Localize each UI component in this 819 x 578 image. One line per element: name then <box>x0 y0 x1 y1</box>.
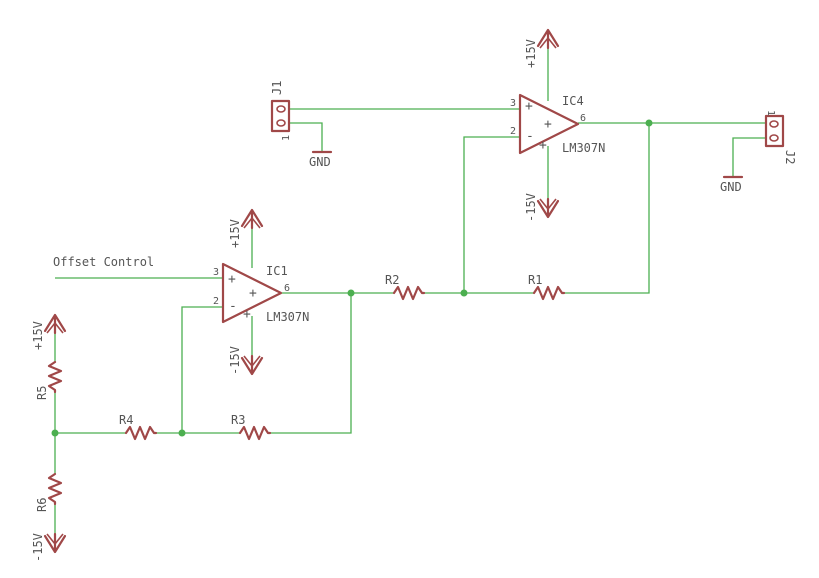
ic1-minus-mark: - <box>229 299 237 314</box>
ic4-pos-label: +15V <box>524 39 538 68</box>
ic4-vplus-mark: + <box>544 117 552 132</box>
ic4-pin2: 2 <box>510 126 516 137</box>
supply-r6-neg: -15V <box>31 532 67 562</box>
wires <box>54 44 766 536</box>
resistor-r3[interactable]: R3 <box>231 413 272 441</box>
junction-dot <box>347 289 355 297</box>
ic1-vminus-mark: + <box>243 307 251 322</box>
resistor-r5[interactable]: R5 <box>35 360 63 400</box>
j1-pin1: 1 <box>281 135 292 141</box>
r6-ref: R6 <box>35 498 49 512</box>
junction-dot <box>645 119 653 127</box>
ic1-pin3: 3 <box>213 267 219 278</box>
gnd-j2-label: GND <box>720 180 742 194</box>
ic1-pos-label: +15V <box>228 219 242 248</box>
gnd-j1-label: GND <box>309 155 331 169</box>
r5-ref: R5 <box>35 386 49 400</box>
ic4-value: LM307N <box>562 141 605 155</box>
r4-ref: R4 <box>119 413 133 427</box>
ic1-pin6: 6 <box>284 283 290 294</box>
wire-j2-gnd <box>732 137 766 177</box>
ic1-vplus-mark: + <box>249 286 257 301</box>
resistor-r4[interactable]: R4 <box>119 413 158 441</box>
ic1-plus-mark: + <box>228 272 236 287</box>
resistor-r1[interactable]: R1 <box>528 273 566 301</box>
junction-dot <box>51 429 59 437</box>
j1-ref: J1 <box>270 81 284 95</box>
ic1-value: LM307N <box>266 310 309 324</box>
ic1-ref: IC1 <box>266 264 288 278</box>
j2-pin1: 1 <box>765 110 776 116</box>
supply-ic4-neg: -15V <box>524 193 560 222</box>
junction-dot <box>460 289 468 297</box>
ic4-pin3: 3 <box>510 98 516 109</box>
supply-ic1-pos: +15V <box>228 208 264 248</box>
opamp-ic4[interactable]: + - + + 3 2 6 IC4 LM307N <box>510 93 605 155</box>
connector-j2[interactable]: J2 1 <box>764 110 797 164</box>
ic4-plus-mark: + <box>525 99 533 114</box>
gnd-j1: GND <box>309 150 333 169</box>
supply-ic1-neg: -15V <box>228 346 264 376</box>
resistor-r6[interactable]: R6 <box>35 472 63 512</box>
supply-ic4-pos: +15V <box>524 28 560 68</box>
junctions <box>51 119 653 437</box>
resistor-r2[interactable]: R2 <box>385 273 426 301</box>
connector-j1[interactable]: J1 1 <box>270 81 292 141</box>
offset-control-label: Offset Control <box>53 255 154 269</box>
wire-ic4-out-r1 <box>564 123 650 294</box>
r2-ref: R2 <box>385 273 399 287</box>
junction-dot <box>178 429 186 437</box>
supply-r5-pos: +15V <box>31 313 67 350</box>
ic4-pin6: 6 <box>580 113 586 124</box>
r1-ref: R1 <box>528 273 542 287</box>
wire-ic1-inv <box>181 306 223 433</box>
wire-ic1-fb <box>270 293 352 434</box>
gnd-j2: GND <box>720 175 744 194</box>
ic4-ref: IC4 <box>562 94 584 108</box>
r6-neg-label: -15V <box>31 533 45 562</box>
ic1-neg-label: -15V <box>228 346 242 375</box>
ic4-minus-mark: - <box>526 129 534 144</box>
r3-ref: R3 <box>231 413 245 427</box>
ic4-neg-label: -15V <box>524 193 538 222</box>
wire-ic4-inv <box>463 136 520 293</box>
r5-pos-label: +15V <box>31 321 45 350</box>
opamp-ic1[interactable]: + - + + 3 2 6 IC1 LM307N <box>213 262 309 324</box>
j2-ref: J2 <box>783 150 797 164</box>
wire-j1-gnd <box>289 122 323 152</box>
ic1-pin2: 2 <box>213 296 219 307</box>
ic4-vminus-mark: + <box>539 138 547 153</box>
